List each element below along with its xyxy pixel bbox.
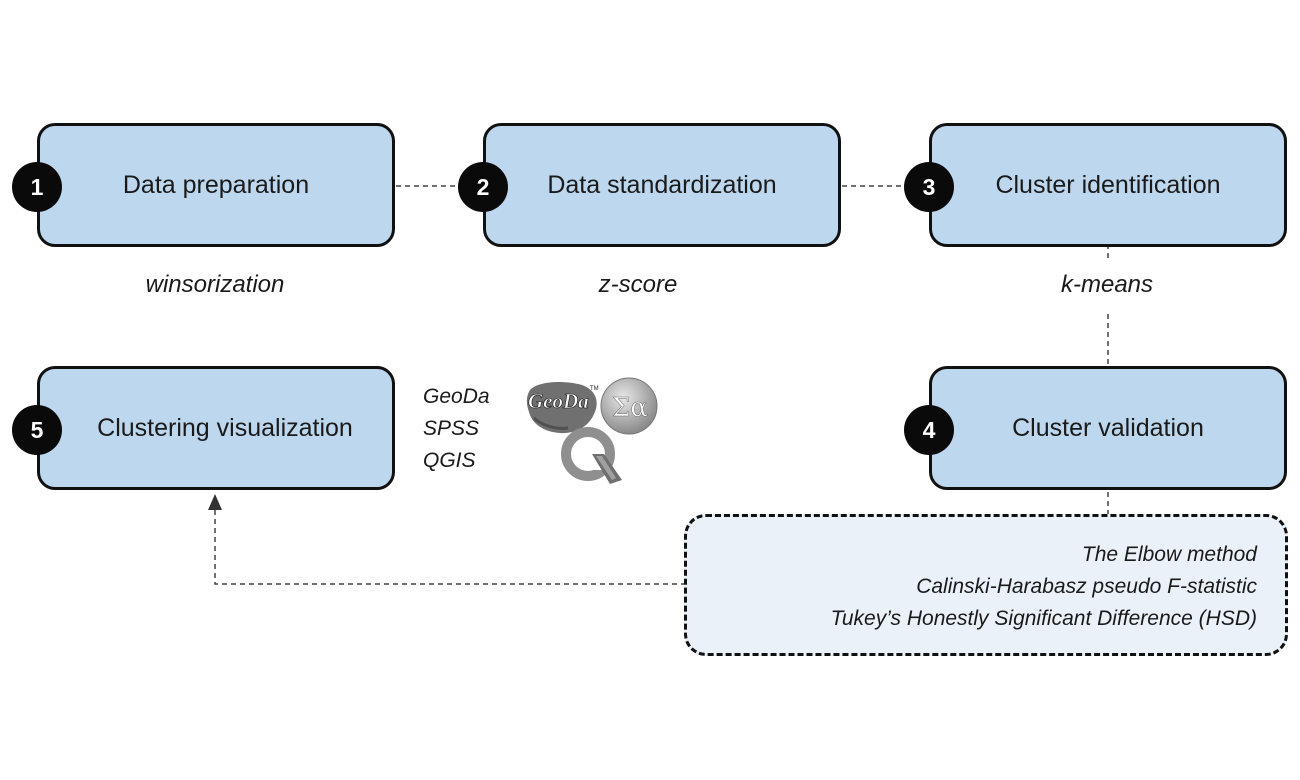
step-2-label: Data standardization — [547, 170, 777, 199]
connector-validation-5 — [214, 508, 686, 585]
step-3-badge: 3 — [904, 162, 954, 212]
tool-qgis: QGIS — [423, 449, 476, 472]
geoda-trademark: TM — [590, 386, 599, 392]
qgis-logo-icon — [561, 427, 622, 484]
step-3-label: Cluster identification — [995, 170, 1221, 199]
step-3-box: Cluster identification — [929, 123, 1287, 247]
method-z-score: z-score — [598, 271, 678, 298]
step-1-box: Data preparation — [37, 123, 395, 247]
tool-geoda: GeoDa — [423, 385, 490, 408]
geoda-logo-icon: GeoDa TM — [526, 382, 599, 434]
step-2-badge: 2 — [458, 162, 508, 212]
sigma-alpha-text: Σα — [612, 393, 648, 423]
geoda-logo-text: GeoDa — [528, 389, 589, 413]
validation-methods-box: The Elbow method Calinski-Harabasz pseud… — [684, 514, 1288, 656]
validation-method-calinski-harabasz: Calinski-Harabasz pseudo F-statistic — [916, 575, 1257, 598]
step-1-label: Data preparation — [122, 170, 310, 199]
step-4-label: Cluster validation — [1012, 413, 1204, 442]
step-4-badge: 4 — [904, 405, 954, 455]
validation-method-elbow: The Elbow method — [1081, 543, 1257, 566]
validation-method-tukey-hsd: Tukey’s Honestly Significant Difference … — [830, 607, 1257, 630]
arrowhead-up — [208, 494, 222, 510]
step-2-box: Data standardization — [483, 123, 841, 247]
tool-spss: SPSS — [423, 417, 480, 440]
tools-list: GeoDa SPSS QGIS — [423, 381, 490, 477]
step-5-box: Clustering visualization — [37, 366, 395, 490]
step-5-label: Clustering visualization — [97, 413, 353, 442]
method-winsorization: winsorization — [145, 271, 285, 298]
step-1-badge: 1 — [12, 162, 62, 212]
sigma-alpha-logo-icon: Σα — [600, 377, 658, 435]
method-k-means: k-means — [1060, 271, 1154, 298]
step-5-badge: 5 — [12, 405, 62, 455]
step-4-box: Cluster validation — [929, 366, 1287, 490]
